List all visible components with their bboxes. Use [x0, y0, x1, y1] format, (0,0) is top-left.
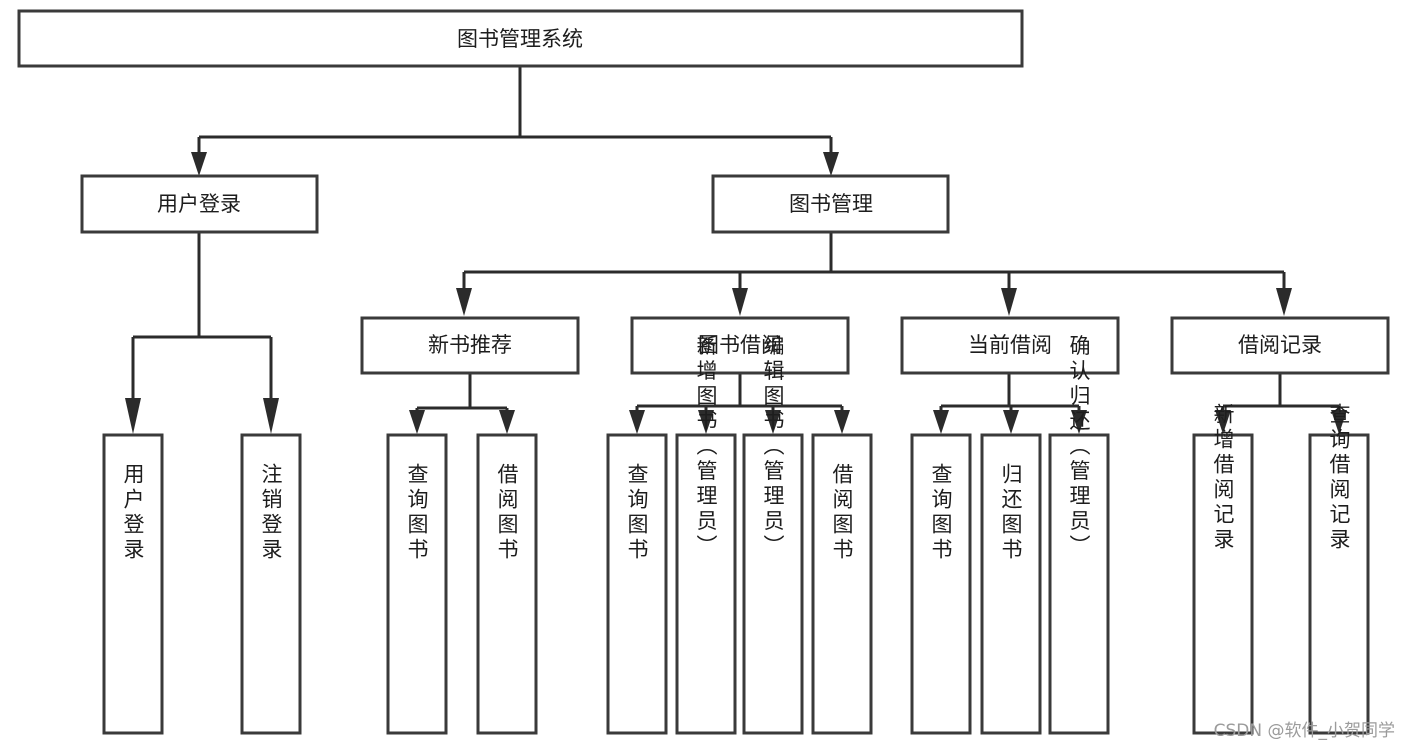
node-new-book-recommend-label: 新书推荐 — [428, 333, 512, 357]
leaf-borrow-book-1-label: 借阅图书 — [495, 463, 519, 563]
node-book-manage-box[interactable] — [711, 174, 950, 234]
leaf-confirm-return-box[interactable] — [1048, 433, 1110, 735]
leaf-query-book-3[interactable]: 查询图书 — [910, 433, 972, 735]
leaf-return-book[interactable]: 归还图书 — [980, 433, 1042, 735]
connectors-layer — [125, 66, 1347, 434]
node-book-manage-label: 图书管理 — [789, 192, 873, 216]
leaf-query-book-1-box[interactable] — [386, 433, 448, 735]
arrowhead-book-manage — [823, 152, 839, 176]
node-book-borrow-box[interactable] — [630, 316, 850, 375]
leaf-confirm-return-label: 确认归还（管理员） — [1067, 335, 1091, 560]
arrowhead-leaf-add-record — [1215, 410, 1231, 434]
node-new-book-recommend[interactable]: 新书推荐 — [360, 316, 580, 375]
arrowhead-current-borrow — [1001, 288, 1017, 316]
leaf-add-record-box[interactable] — [1192, 433, 1254, 735]
leaf-user-login-box[interactable] — [102, 433, 164, 735]
node-user-login-box[interactable] — [80, 174, 319, 234]
arrowhead-leaf-user-login — [125, 398, 141, 434]
arrowhead-leaf-edit-book — [765, 410, 781, 434]
arrowhead-book-borrow — [732, 288, 748, 316]
leaf-borrow-book-2-label: 借阅图书 — [830, 463, 854, 563]
leaf-query-book-3-box[interactable] — [910, 433, 972, 735]
arrowhead-leaf-return-book — [1003, 410, 1019, 434]
arrowhead-new-book-recommend — [456, 288, 472, 316]
node-current-borrow-box[interactable] — [900, 316, 1120, 375]
leaf-logout[interactable]: 注销登录 — [240, 433, 302, 735]
arrowhead-leaf-add-book — [698, 410, 714, 434]
node-borrow-record[interactable]: 借阅记录 — [1170, 316, 1390, 375]
leaf-query-book-2[interactable]: 查询图书 — [606, 433, 668, 735]
leaf-add-record[interactable]: 新增借阅记录 — [1192, 403, 1254, 735]
arrowhead-borrow-record — [1276, 288, 1292, 316]
leaf-edit-book-box[interactable] — [742, 433, 804, 735]
node-user-login-label: 用户登录 — [157, 192, 241, 216]
node-book-borrow[interactable]: 图书借阅 — [630, 316, 850, 375]
leaf-borrow-book-1[interactable]: 借阅图书 — [476, 433, 538, 735]
leaf-logout-label: 注销登录 — [259, 463, 283, 563]
leaf-edit-book-label: 编辑图书（管理员） — [761, 335, 785, 560]
node-current-borrow[interactable]: 当前借阅 — [900, 316, 1120, 375]
leaf-add-book-box[interactable] — [675, 433, 737, 735]
arrowhead-leaf-borrow-book-1 — [499, 410, 515, 434]
leaf-borrow-book-1-box[interactable] — [476, 433, 538, 735]
arrowhead-leaf-logout — [263, 398, 279, 434]
leaf-borrow-book-2[interactable]: 借阅图书 — [811, 433, 873, 735]
leaf-edit-book[interactable]: 编辑图书（管理员） — [742, 335, 804, 735]
node-current-borrow-label: 当前借阅 — [968, 333, 1052, 357]
leaf-query-book-1-label: 查询图书 — [405, 463, 429, 563]
arrowhead-leaf-confirm-return — [1071, 410, 1087, 434]
leaf-query-record-label: 查询借阅记录 — [1327, 403, 1351, 553]
leaf-query-record[interactable]: 查询借阅记录 — [1308, 403, 1370, 735]
leaf-query-book-3-label: 查询图书 — [929, 463, 953, 563]
node-book-borrow-label: 图书借阅 — [698, 333, 782, 357]
leaf-query-record-box[interactable] — [1308, 433, 1370, 735]
node-book-manage[interactable]: 图书管理 — [711, 174, 950, 234]
leaf-query-book-2-label: 查询图书 — [625, 463, 649, 563]
node-user-login[interactable]: 用户登录 — [80, 174, 319, 234]
node-root-label: 图书管理系统 — [457, 27, 583, 51]
leaf-user-login-label: 用户登录 — [121, 463, 145, 563]
leaf-add-book[interactable]: 新增图书（管理员） — [675, 335, 737, 735]
arrowhead-user-login — [191, 152, 207, 176]
node-root[interactable]: 图书管理系统 — [17, 9, 1024, 68]
node-borrow-record-label: 借阅记录 — [1238, 333, 1322, 357]
leaf-borrow-book-2-box[interactable] — [811, 433, 873, 735]
node-new-book-recommend-box[interactable] — [360, 316, 580, 375]
leaf-return-book-box[interactable] — [980, 433, 1042, 735]
leaf-logout-box[interactable] — [240, 433, 302, 735]
leaf-user-login[interactable]: 用户登录 — [102, 433, 164, 735]
arrowhead-leaf-query-record — [1331, 410, 1347, 434]
leaf-query-book-1[interactable]: 查询图书 — [386, 433, 448, 735]
leaf-add-record-label: 新增借阅记录 — [1211, 403, 1235, 553]
arrowhead-leaf-query-book-1 — [409, 410, 425, 434]
node-root-box[interactable] — [17, 9, 1024, 68]
leaf-query-book-2-box[interactable] — [606, 433, 668, 735]
node-borrow-record-box[interactable] — [1170, 316, 1390, 375]
arrowhead-leaf-borrow-book-2 — [834, 410, 850, 434]
leaf-return-book-label: 归还图书 — [999, 463, 1023, 563]
leaf-add-book-label: 新增图书（管理员） — [694, 335, 718, 560]
leaf-confirm-return[interactable]: 确认归还（管理员） — [1048, 335, 1110, 735]
arrowhead-leaf-query-book-2 — [629, 410, 645, 434]
arrowhead-leaf-query-book-3 — [933, 410, 949, 434]
